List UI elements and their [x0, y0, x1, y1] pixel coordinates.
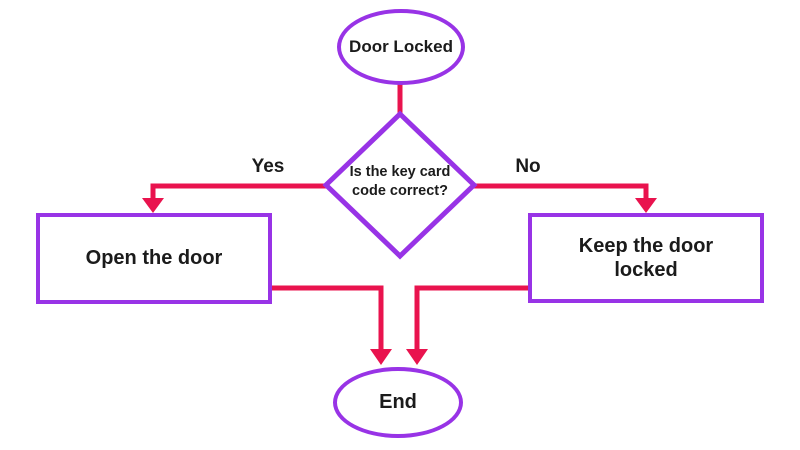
node-end-label: End — [379, 391, 417, 413]
edge-open-to-end — [272, 285, 384, 350]
edge-keep-to-end — [414, 285, 528, 350]
arrowhead-end-left — [370, 349, 392, 365]
node-open-door-label: Open the door — [85, 247, 223, 269]
node-decision: Is the key card code correct? — [335, 163, 465, 201]
node-start: Door Locked — [337, 9, 465, 85]
node-keep-locked: Keep the door locked — [528, 213, 764, 303]
node-decision-shape — [322, 110, 478, 260]
arrowhead-end-right — [406, 349, 428, 365]
edge-decision-to-open — [150, 183, 330, 200]
node-decision-label: Is the key card code correct? — [349, 164, 451, 199]
edge-decision-to-keep — [470, 183, 649, 200]
node-open-door: Open the door — [36, 213, 272, 304]
arrowhead-keep — [635, 198, 657, 213]
arrowhead-open — [142, 198, 164, 213]
node-end: End — [333, 367, 463, 438]
edge-label-yes: Yes — [251, 156, 285, 177]
node-start-label: Door Locked — [349, 37, 453, 56]
edge-label-no: No — [515, 156, 541, 177]
node-keep-locked-label: Keep the door locked — [578, 235, 714, 281]
